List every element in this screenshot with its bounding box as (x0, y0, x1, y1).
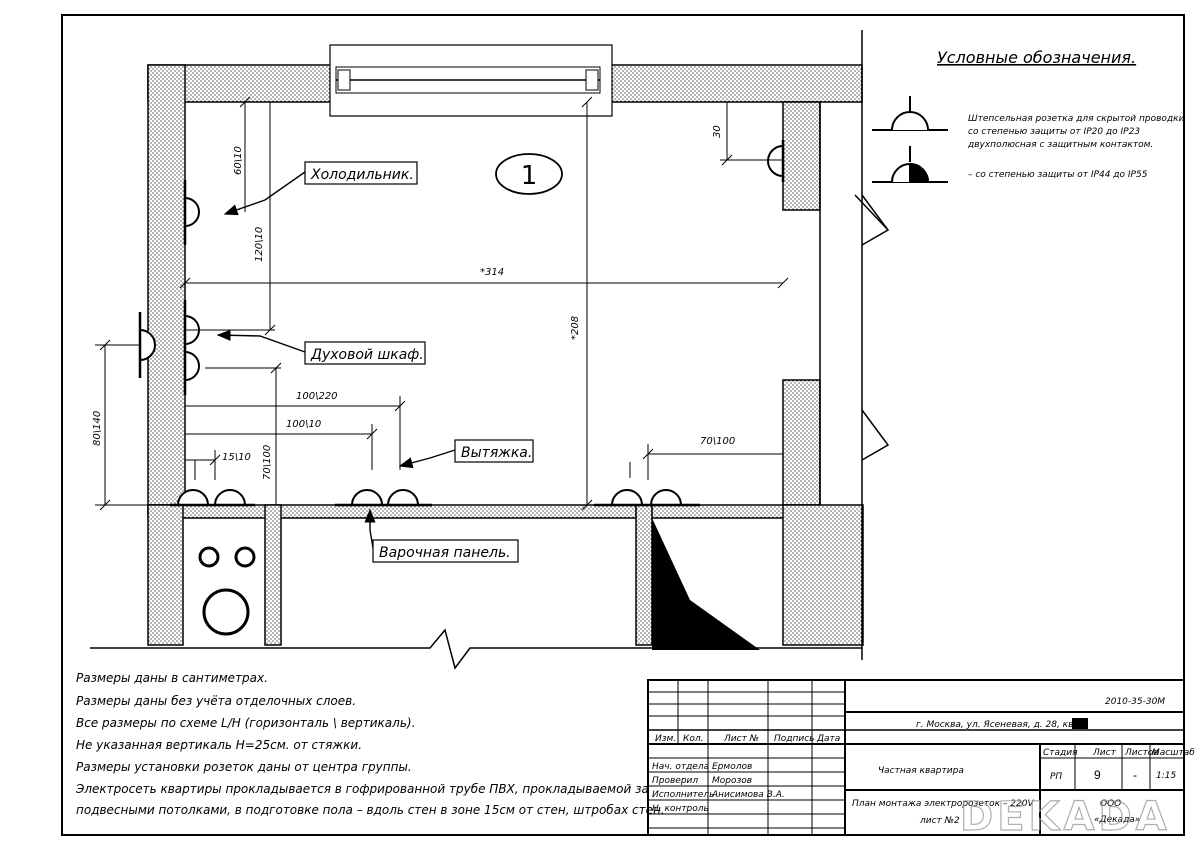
legend-item1-line3: двухполюсная с защитным контактом. (967, 140, 1153, 150)
role-2: Проверил (652, 776, 698, 786)
dim-text: 15\10 (222, 452, 251, 463)
scale-value: 1:15 (1156, 771, 1176, 781)
wall (635, 504, 653, 646)
legend-item1-line1: Штепсельная розетка для скрытой проводки (968, 114, 1185, 124)
object-name: Частная квартира (878, 766, 964, 776)
name-3: Анисимова В.А. (711, 790, 785, 800)
label-boxes (304, 161, 534, 563)
wall (147, 64, 186, 506)
name-1: Ермолов (712, 762, 752, 772)
note-line: Не указанная вертикаль H=25см. от стяжки… (76, 738, 362, 752)
dim-text: 100\220 (296, 391, 338, 402)
dim-text: *208 (570, 316, 581, 340)
note-line: подвесными потолками, в подготовке пола … (76, 803, 665, 817)
dim-text: 70\100 (700, 436, 735, 447)
note-line: Размеры даны в сантиметрах. (76, 671, 268, 685)
dimension-lines (95, 96, 789, 511)
wall (782, 101, 821, 211)
legend-socket-ip44-icon (872, 146, 948, 183)
label-oven: Духовой шкаф. (310, 347, 424, 363)
name-2: Морозов (712, 776, 752, 786)
legend-title: Условные обозначения. (937, 48, 1136, 67)
title-address: г. Москва, ул. Ясеневая, д. 28, кв. (916, 720, 1076, 730)
label-hood: Вытяжка. (461, 445, 532, 461)
wall (599, 64, 863, 103)
note-line: Размеры установки розеток даны от центра… (76, 760, 412, 774)
dim-text: 60\10 (233, 146, 244, 175)
break-line (90, 628, 862, 670)
dim-text: *314 (480, 267, 504, 278)
h-sheet: Лист (1092, 748, 1117, 758)
dim-text: 100\10 (286, 419, 321, 430)
wall (782, 379, 821, 506)
note-line: Все размеры по схеме L/H (горизонталь \ … (76, 716, 415, 730)
col-list: Лист № (723, 734, 759, 744)
drawing-frame (61, 14, 1185, 836)
socket-baselines (138, 140, 785, 507)
col-data: Дата (816, 734, 840, 744)
redacted-apartment (1072, 718, 1088, 729)
label-hob: Варочная панель. (379, 545, 511, 561)
drawing-title-2: лист №2 (919, 816, 960, 826)
legend-item1-line2: со степенью защиты от IP20 до IP23 (968, 127, 1140, 137)
stove-symbol (198, 546, 256, 636)
role-3: Исполнитель (652, 790, 714, 800)
wall (147, 504, 184, 646)
title-code: 2010-35-30М (1105, 697, 1165, 707)
room-number: 1 (521, 161, 538, 191)
wall (782, 504, 864, 646)
legend-item2: – со степенью защиты от IP44 до IP55 (968, 170, 1148, 180)
h-sheets: Листов (1124, 748, 1159, 758)
dim-text: 30 (712, 125, 723, 138)
wall (147, 504, 821, 519)
dim-text: 80\140 (92, 411, 103, 446)
stage-value: РП (1050, 772, 1062, 782)
h-stage: Стадия (1043, 748, 1078, 758)
shaft-hatch (652, 518, 760, 650)
h-scale: Масштаб (1152, 748, 1195, 758)
right-wall-edge (819, 30, 890, 660)
drawing-title-1: План монтажа электророзеток – 220V (852, 799, 1034, 809)
wall (264, 504, 282, 646)
sheet-value: 9 (1094, 768, 1101, 782)
watermark: DEKADA (960, 794, 1171, 840)
socket-group (139, 145, 784, 506)
sheets-value: - (1133, 768, 1137, 782)
note-line: Размеры даны без учёта отделочных слоев. (76, 694, 356, 708)
org-line-2: «Декада» (1094, 815, 1140, 825)
dim-text: 120\10 (254, 227, 265, 262)
dim-text: 70\100 (262, 445, 273, 480)
col-podp: Подпись (774, 734, 814, 744)
legend-socket-ip20-icon (872, 96, 948, 131)
col-izm: Изм. (655, 734, 676, 744)
org-line-1: ООО (1100, 799, 1121, 809)
label-fridge: Холодильник. (310, 167, 414, 183)
window (329, 44, 613, 117)
role-4: Н. контроль (652, 804, 709, 814)
role-1: Нач. отдела (652, 762, 709, 772)
note-line: Электросеть квартиры прокладывается в го… (75, 782, 649, 796)
label-leaders (216, 171, 456, 549)
title-block (647, 679, 1185, 836)
room-number-ellipse (495, 153, 563, 195)
col-kol: Кол. (683, 734, 704, 744)
